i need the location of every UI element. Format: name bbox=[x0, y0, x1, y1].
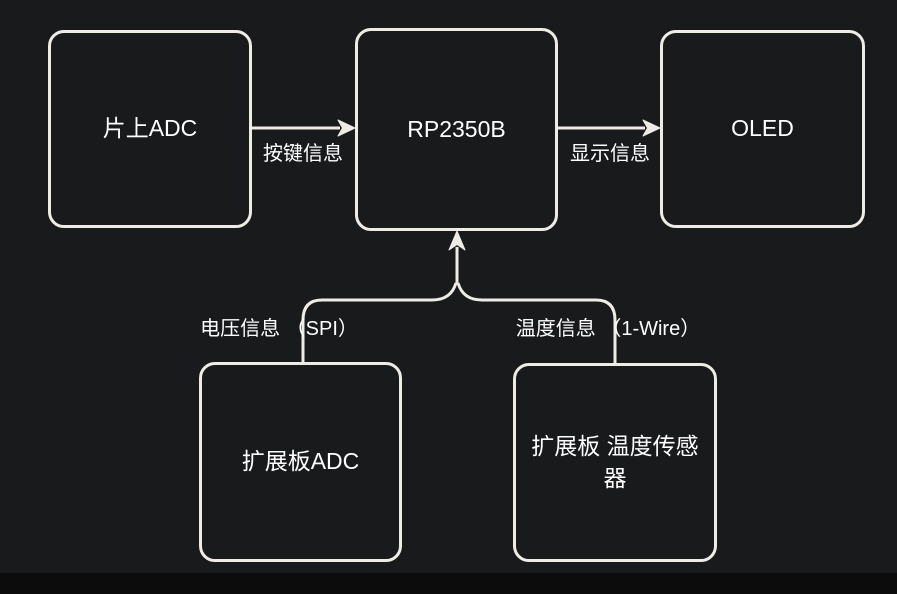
edge-label-voltage-info-spi: 电压信息 （SPI） bbox=[200, 318, 358, 340]
edge-label-button-info: 按键信息 bbox=[263, 143, 343, 165]
node-rp2350b[interactable]: RP2350B bbox=[355, 28, 558, 231]
node-expansion-adc[interactable]: 扩展板ADC bbox=[199, 362, 402, 562]
node-oled[interactable]: OLED bbox=[660, 30, 865, 228]
canvas-bottom-bar bbox=[0, 573, 897, 594]
node-rp2350b-label: RP2350B bbox=[407, 115, 506, 142]
node-onchip-adc[interactable]: 片上ADC bbox=[48, 30, 252, 228]
arrow-onchip-adc-to-rp2350b bbox=[252, 119, 356, 137]
edge-label-display-info: 显示信息 bbox=[570, 143, 650, 165]
arrow-merge-to-rp2350b bbox=[301, 230, 617, 363]
node-onchip-adc-label: 片上ADC bbox=[102, 115, 198, 142]
edge-label-temperature-info-1wire: 温度信息 （1-Wire） bbox=[515, 318, 701, 340]
arrow-rp2350b-to-oled bbox=[558, 119, 661, 137]
node-expansion-temp-sensor-label: 扩展板 温度传感器 bbox=[531, 433, 699, 491]
node-expansion-adc-label: 扩展板ADC bbox=[241, 448, 360, 475]
node-oled-label: OLED bbox=[731, 115, 794, 142]
node-expansion-temp-sensor[interactable]: 扩展板 温度传感器 bbox=[513, 363, 717, 562]
